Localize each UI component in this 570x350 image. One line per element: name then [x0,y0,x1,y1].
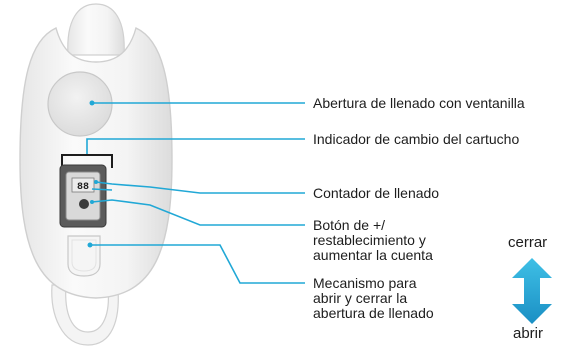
fill-opening-window [47,71,113,137]
leader-fill-opening [89,100,305,106]
cartridge-indicator-bracket [61,154,113,168]
label-fill-opening: Abertura de llenado con ventanilla [313,95,525,111]
lid-mechanism-slider [67,235,101,277]
leader-cartridge-indicator [86,138,305,154]
leader-reset-button [90,199,305,226]
label-cartridge-indicator: Indicador de cambio del cartucho [313,131,520,147]
leader-fill-counter [91,180,305,194]
open-close-double-arrow [512,258,552,324]
counter-digits: 88 [77,182,89,193]
top-cap [67,3,125,56]
leader-lid-mechanism [87,242,305,284]
leader-lines [86,100,305,284]
label-reset-button: Botón de +/ restablecimiento y aumentar … [313,217,433,263]
label-open: abrir [513,325,544,342]
label-lid-mechanism: Mecanismo para abrir y cerrar la abertur… [313,275,434,321]
label-close: cerrar [508,234,548,251]
counter-panel [59,164,107,228]
label-fill-counter: Contador de llenado [313,185,440,201]
